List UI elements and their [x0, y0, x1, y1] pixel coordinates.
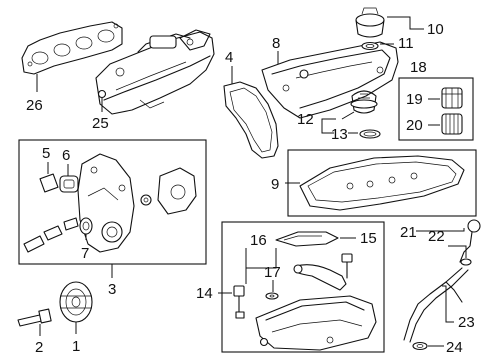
callout-25: 25 [92, 115, 109, 132]
leader-21 [416, 228, 465, 232]
crankshaft-seal[interactable] [79, 217, 93, 235]
callout-21: 21 [400, 224, 417, 241]
pump-seal[interactable] [140, 194, 152, 206]
dipstick[interactable] [459, 219, 481, 263]
oil-pan-bolt[interactable] [233, 285, 245, 319]
oil-pickup-tube[interactable] [293, 264, 347, 291]
callout-1: 1 [72, 338, 80, 355]
leader-12b [341, 111, 355, 120]
dipstick-seal[interactable] [460, 258, 472, 266]
callout-19: 19 [406, 91, 423, 108]
callout-15: 15 [360, 230, 377, 247]
oil-pan-washer[interactable] [265, 292, 279, 300]
connector-tubes[interactable] [23, 217, 79, 253]
callout-26: 26 [26, 97, 43, 114]
callout-4: 4 [225, 49, 233, 66]
leader-23 [442, 285, 454, 323]
crankshaft-bolt[interactable] [17, 308, 52, 327]
thermostat-seal[interactable] [359, 129, 381, 139]
leader-12 [321, 118, 336, 134]
oil-pan-box [221, 221, 385, 353]
callout-24: 24 [446, 339, 463, 356]
oil-filler-cap[interactable] [355, 7, 385, 38]
dipstick-tube[interactable] [403, 267, 469, 343]
callout-7: 7 [81, 245, 89, 262]
callout-6: 6 [62, 147, 70, 164]
thermostat[interactable] [350, 90, 378, 114]
crankshaft-pulley[interactable] [59, 281, 93, 323]
oil-filter-element[interactable] [441, 113, 463, 135]
leader-16 [245, 248, 277, 269]
callout-23: 23 [458, 314, 475, 331]
front-cover[interactable] [77, 153, 135, 253]
leader-10 [387, 16, 424, 30]
oil-filler-cap-seal[interactable] [361, 41, 379, 51]
callout-10: 10 [427, 21, 444, 38]
callout-2: 2 [35, 339, 43, 356]
callout-13: 13 [331, 126, 348, 143]
oil-pump-cover-seal[interactable] [59, 175, 79, 193]
callout-12: 12 [297, 111, 314, 128]
valve-cover[interactable] [261, 41, 399, 119]
filter-group-box [398, 77, 474, 141]
callout-17: 17 [264, 264, 281, 281]
front-cover-gasket[interactable] [223, 81, 279, 159]
leader-22 [448, 245, 467, 258]
callout-11: 11 [398, 35, 414, 52]
water-pump[interactable] [157, 167, 197, 215]
callout-14: 14 [196, 285, 213, 302]
intake-manifold-gasket[interactable] [21, 21, 123, 75]
oil-pan[interactable] [255, 295, 377, 351]
callout-9: 9 [271, 176, 279, 193]
callout-18: 18 [410, 59, 427, 76]
oil-filter-cap[interactable] [441, 87, 463, 109]
intake-manifold[interactable] [95, 29, 215, 115]
dipstick-tube-seal[interactable] [412, 341, 428, 351]
front-cover-gasket-small[interactable] [39, 173, 59, 193]
pickup-tube-bolt[interactable] [341, 253, 353, 279]
callout-16: 16 [250, 232, 267, 249]
oil-pan-baffle[interactable] [275, 231, 339, 247]
callout-8: 8 [272, 35, 280, 52]
callout-22: 22 [428, 228, 445, 245]
valve-cover-gasket[interactable] [299, 155, 465, 211]
callout-3: 3 [108, 281, 116, 298]
callout-20: 20 [406, 117, 423, 134]
callout-5: 5 [42, 145, 50, 162]
